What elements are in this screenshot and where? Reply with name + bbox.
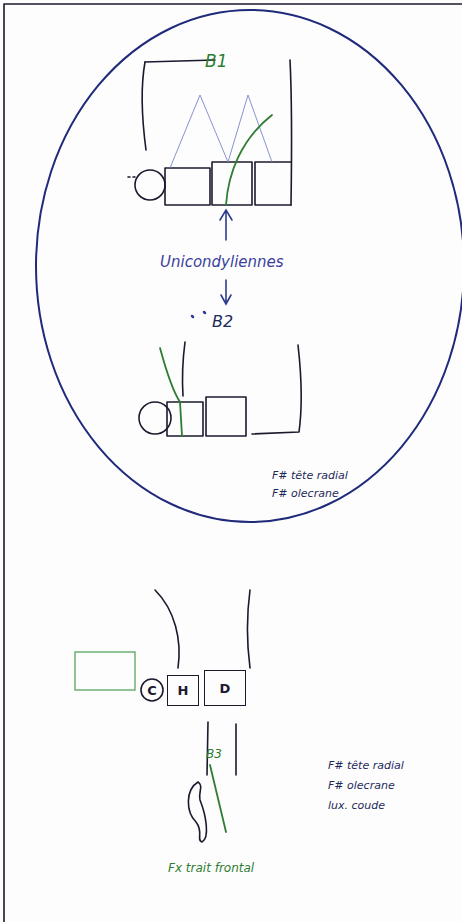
condyle-circle: C [140, 678, 164, 702]
fracture-line [160, 348, 182, 436]
humerus-outline [142, 62, 146, 150]
group-label: Unicondyliennes [160, 254, 284, 271]
bone-box: H [167, 675, 199, 706]
node-label: D [220, 681, 231, 696]
fracture-line [226, 115, 272, 205]
note: F# tête radial [328, 760, 404, 772]
dots [128, 176, 136, 178]
node-label: H [178, 683, 189, 698]
humerus-outline [247, 590, 250, 668]
arrow-up [220, 210, 232, 240]
dots [192, 312, 205, 317]
note: Fx trait frontal [168, 862, 254, 875]
note: F# olecrane [328, 780, 395, 792]
circle-outline [141, 679, 163, 701]
frame-line [4, 4, 462, 922]
humerus-outline [182, 342, 185, 396]
region-label: B2 [212, 313, 233, 331]
fracture-lines [170, 95, 272, 168]
bone-box: D [204, 670, 246, 706]
olecranon-outline [188, 782, 206, 842]
humerus-outline [155, 590, 179, 668]
region-label: B3 [206, 748, 222, 761]
node-label: C [147, 683, 157, 698]
region-label: B1 [205, 52, 227, 71]
group-ellipse [36, 10, 462, 522]
bone-block [255, 162, 291, 205]
humerus-outline [290, 60, 292, 205]
humerus-outline [145, 60, 215, 62]
bone-block [206, 397, 246, 436]
note: lux. coude [328, 800, 385, 812]
humerus-outline [252, 345, 301, 434]
note: F# olecrane [272, 488, 339, 500]
fracture-line [210, 765, 226, 832]
condyle-circle [135, 170, 165, 200]
bone-block [165, 168, 210, 205]
arrow-down [221, 280, 231, 304]
fragment-box [75, 652, 135, 690]
note: F# tête radial [272, 470, 348, 482]
bone-block [212, 162, 252, 205]
bone-block [167, 402, 203, 436]
